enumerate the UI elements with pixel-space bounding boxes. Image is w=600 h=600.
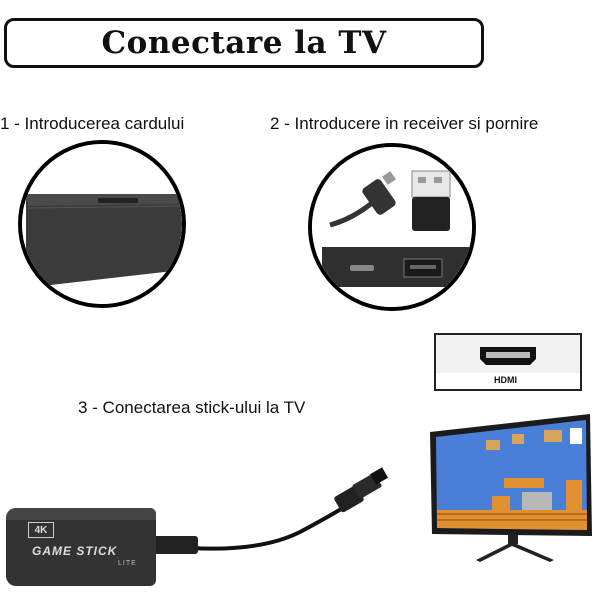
hdmi-port-illustration: HDMI xyxy=(434,333,582,391)
step-2-label: 2 - Introducere in receiver si pornire xyxy=(270,114,539,133)
title-box: Conectare la TV xyxy=(4,18,484,68)
game-stick: 4K GAME STICK LITE xyxy=(6,508,156,586)
step-3-label: 3 - Conectarea stick-ului la TV xyxy=(78,398,306,417)
stick-model: LITE xyxy=(118,560,137,567)
receiver-illustration xyxy=(308,143,476,311)
stick-brand: GAME STICK xyxy=(32,544,118,558)
step-1-label: 1 - Introducerea cardului xyxy=(0,114,185,133)
stick-badge-text: 4K xyxy=(34,524,48,536)
page-title: Conectare la TV xyxy=(101,25,387,61)
card-slot-illustration xyxy=(18,140,186,308)
hdmi-label: HDMI xyxy=(494,375,517,385)
tv-illustration xyxy=(426,410,596,570)
stick-4k-badge: 4K xyxy=(28,522,54,538)
